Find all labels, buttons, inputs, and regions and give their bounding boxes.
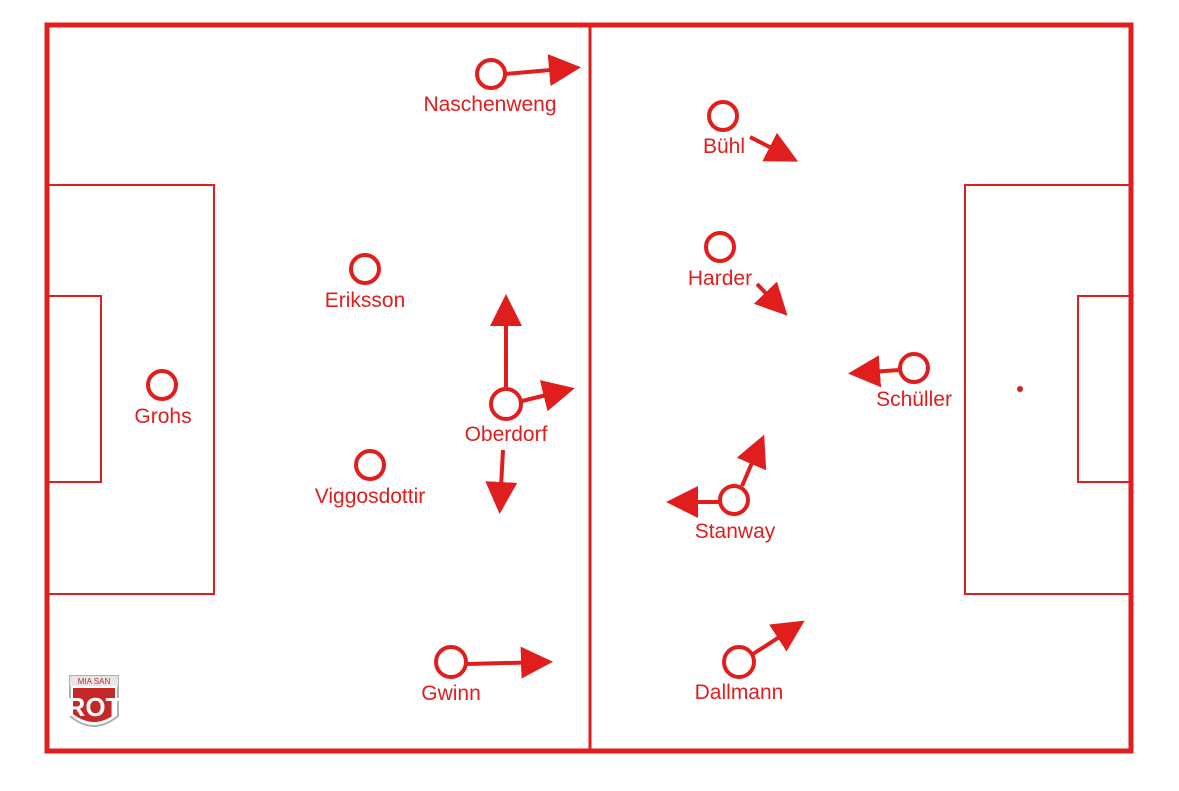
player-grohs: Grohs	[134, 369, 192, 428]
player-name: Dallmann	[695, 681, 784, 704]
player-buhl: Bühl	[703, 100, 799, 162]
player-marker	[718, 484, 750, 516]
player-marker	[434, 645, 468, 679]
player-marker	[707, 100, 739, 132]
player-name: Harder	[688, 267, 752, 290]
player-eriksson: Eriksson	[325, 253, 406, 312]
player-harder: Harder	[688, 231, 788, 316]
right-penalty-box	[964, 184, 1132, 595]
logo-main-text: ROT	[67, 692, 122, 722]
penalty-spot	[1017, 386, 1023, 392]
movement-arrow-up-right	[736, 434, 767, 487]
left-penalty-box	[46, 184, 215, 595]
player-naschenweng: Naschenweng	[423, 54, 581, 116]
player-name: Grohs	[134, 405, 191, 428]
right-goal-box	[1077, 295, 1132, 483]
player-dallmann: Dallmann	[695, 620, 805, 704]
player-oberdorf: Oberdorf	[465, 294, 575, 514]
player-viggosdottir: Viggosdottir	[315, 449, 426, 508]
player-schuller: Schüller	[848, 352, 952, 411]
left-goal-box	[46, 295, 102, 483]
player-marker	[898, 352, 930, 384]
pitch	[44, 22, 1134, 754]
player-name: Gwinn	[421, 682, 481, 705]
player-name: Oberdorf	[465, 423, 548, 446]
player-name: Schüller	[876, 388, 952, 411]
movement-arrow	[466, 646, 553, 679]
movement-arrow	[749, 132, 799, 162]
player-marker	[475, 58, 507, 90]
player-stanway: Stanway	[666, 434, 776, 543]
movement-arrow	[751, 620, 805, 656]
player-marker	[722, 645, 756, 679]
player-marker	[354, 449, 386, 481]
mia-san-rot-logo: MIA SAN ROT	[67, 675, 122, 727]
player-gwinn: Gwinn	[421, 645, 553, 705]
movement-arrow	[848, 355, 900, 388]
movement-arrow-right	[521, 380, 575, 412]
player-name: Stanway	[695, 520, 776, 543]
player-marker	[146, 369, 178, 401]
movement-arrow	[753, 281, 788, 316]
player-name: Viggosdottir	[315, 485, 426, 508]
player-name: Naschenweng	[423, 93, 556, 116]
player-marker	[489, 387, 523, 421]
player-marker	[349, 253, 381, 285]
player-name: Eriksson	[325, 289, 406, 312]
logo-top-text: MIA SAN	[78, 677, 111, 686]
player-name: Bühl	[703, 135, 745, 158]
player-marker	[704, 231, 736, 263]
movement-arrow-down	[485, 449, 518, 514]
movement-arrow	[504, 54, 581, 87]
